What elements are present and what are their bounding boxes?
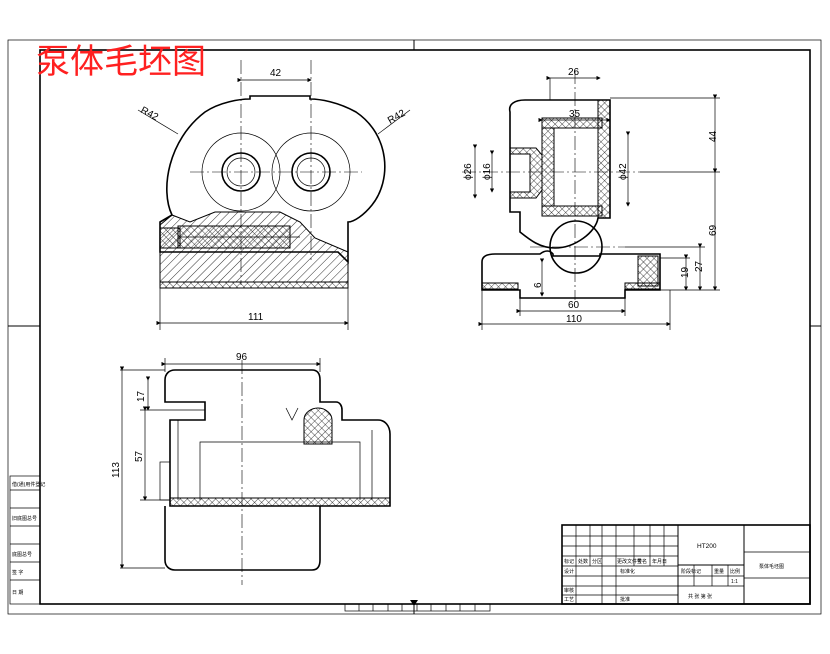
side-label-5: 日 期 [12,590,23,596]
tb-row-date: 年月日 [652,558,667,565]
side-label-4: 签 字 [12,569,23,576]
drawing-frame [7,39,822,615]
dim-front-42: 42 [270,68,282,79]
tb-approve: 批准 [620,596,630,603]
tb-scale-value: 1:1 [731,579,738,585]
tb-row-count: 处数 [578,558,588,565]
dim-bottom-57: 57 [134,450,145,462]
dim-bottom-113: 113 [111,462,122,478]
dim-side-d42: ϕ42 [618,163,629,180]
tb-row-mark: 标记 [564,558,574,565]
dim-side-44: 44 [708,130,719,142]
dim-side-69: 69 [708,224,719,236]
dim-front-r42-left: R42 [139,105,161,124]
tb-row-change: 更改文件号 [617,558,642,565]
tb-sheets: 共 张 第 张 [688,593,712,600]
tb-scale: 比例 [730,568,740,575]
dim-side-110: 110 [566,314,582,325]
tb-row-zone: 分区 [592,558,602,565]
dim-side-d26: ϕ26 [463,163,474,180]
dim-side-d16: ϕ16 [482,163,493,180]
tb-stage: 阶段标记 [681,568,701,575]
side-label-1: 借(通)用件登记 [12,481,45,488]
side-view: 26 35 ϕ26 ϕ16 ϕ42 44 69 27 19 6 60 [462,67,720,330]
dim-bottom-96: 96 [236,352,248,363]
tb-check: 审核 [564,587,574,594]
side-stamp-column: 借(通)用件登记 旧底图总号 底图总号 签 字 日 期 [9,475,45,605]
dim-front-r42-right: R42 [386,108,408,127]
dim-side-26: 26 [568,67,580,78]
dim-side-6: 6 [533,282,544,288]
dim-side-60: 60 [568,300,580,311]
tb-material: HT200 [697,543,717,550]
title-block: HT200 泵体毛坯图 标记 处数 分区 更改文件号 签名 年月日 设计 标准化… [561,524,811,605]
tb-standard: 标准化 [620,568,635,575]
tb-design: 设计 [564,568,574,575]
tb-row-sign: 签名 [637,558,647,565]
dim-side-19: 19 [680,266,691,278]
dim-side-35: 35 [569,109,581,120]
tb-process: 工艺 [564,597,574,603]
side-label-3: 底图总号 [12,551,32,558]
tb-weight: 重量 [714,568,724,575]
front-view: 42 R42 R42 111 [137,60,411,330]
dim-bottom-17: 17 [136,390,147,402]
dim-side-27: 27 [694,260,705,272]
tb-drawing-name: 泵体毛坯图 [759,563,784,570]
bottom-view: 96 17 57 113 [111,352,391,585]
drawing-title: 泵体毛坯图 [36,42,206,82]
dim-front-111: 111 [248,312,264,323]
side-label-2: 旧底图总号 [12,515,37,522]
